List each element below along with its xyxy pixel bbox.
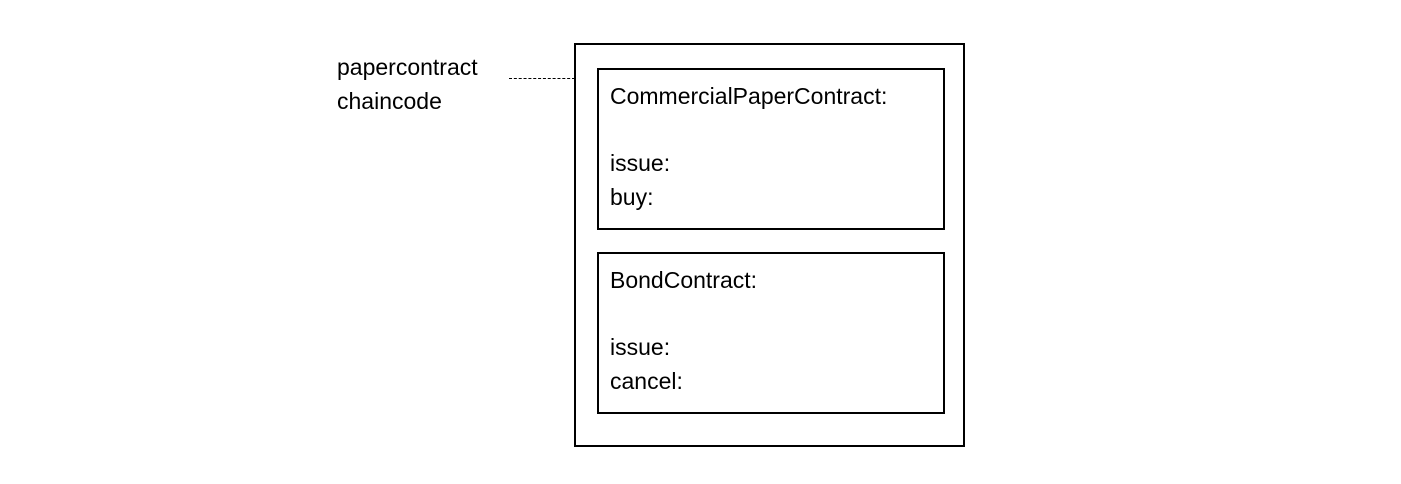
transaction-buy: buy: [610,184,654,210]
contract-title: BondContract: [610,267,758,293]
spacer [610,297,943,330]
dashed-connector-line [509,78,575,79]
contract-title: CommercialPaperContract: [610,83,888,109]
chaincode-label: papercontract chaincode [337,50,478,118]
chaincode-label-line-1: papercontract [337,54,478,80]
transaction-issue: issue: [610,150,671,176]
contract-box-commercial-paper: CommercialPaperContract: issue: buy: [597,68,945,230]
spacer [610,113,943,146]
chaincode-container-box [574,43,965,447]
chaincode-label-line-2: chaincode [337,88,442,114]
transaction-cancel: cancel: [610,368,683,394]
transaction-issue: issue: [610,334,671,360]
contract-box-bond: BondContract: issue: cancel: [597,252,945,414]
